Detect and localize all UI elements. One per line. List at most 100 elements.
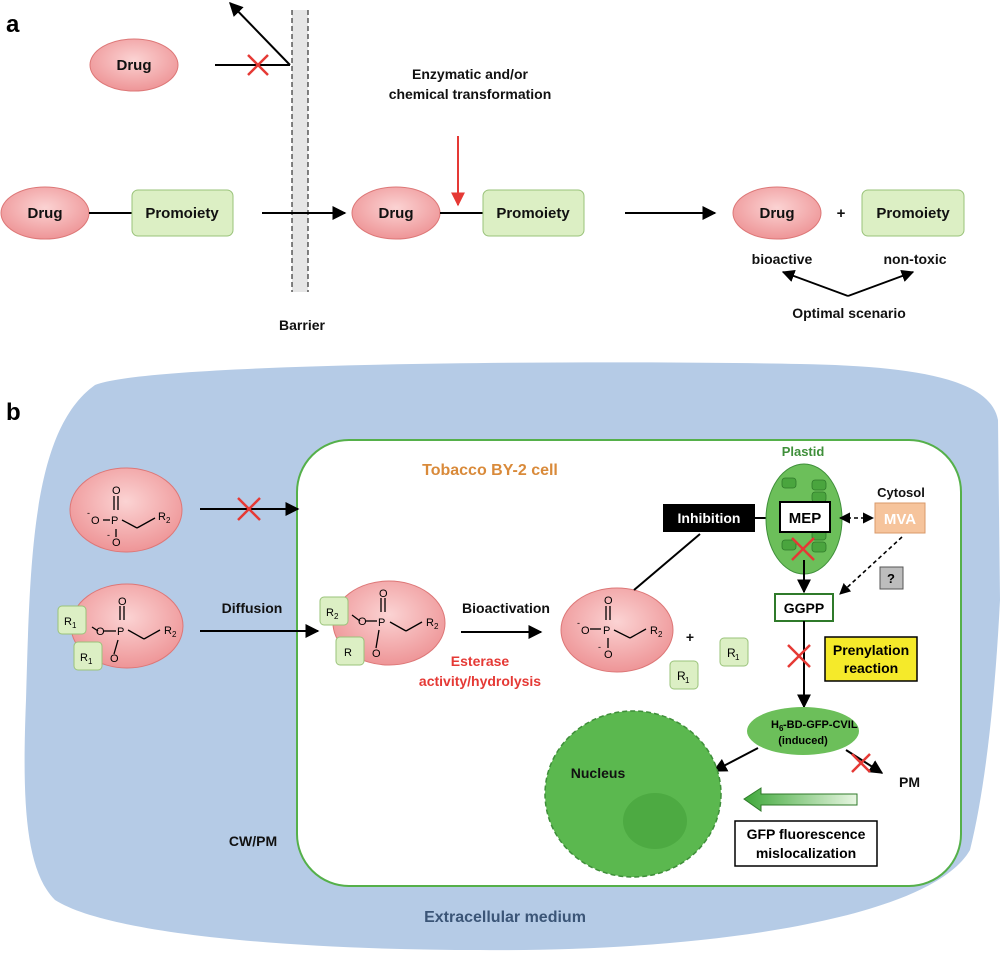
svg-text:R: R — [158, 511, 166, 523]
svg-text:R: R — [164, 625, 172, 637]
svg-text:1: 1 — [735, 653, 740, 662]
drug-label: Drug — [379, 205, 414, 222]
block-cross-prenylation — [787, 644, 811, 668]
svg-text:GFP fluorescence: GFP fluorescence — [747, 826, 866, 842]
released-promoiety: Promoiety — [861, 189, 965, 237]
inhibition-box: Inhibition — [663, 504, 755, 532]
svg-text:Nucleus: Nucleus — [571, 765, 626, 781]
svg-text:-: - — [87, 508, 90, 518]
barrier-label: Barrier — [279, 317, 325, 333]
bioactivation-label: Bioactivation — [462, 600, 550, 616]
block-cross-pm — [851, 753, 871, 773]
svg-text:R: R — [650, 625, 658, 637]
svg-text:(induced): (induced) — [778, 735, 828, 747]
question-box: ? — [879, 566, 904, 590]
cytosol-label: Cytosol — [877, 485, 925, 500]
drug-label: Drug — [117, 57, 152, 74]
svg-text:Prenylation: Prenylation — [833, 642, 909, 658]
svg-text:O: O — [604, 595, 613, 607]
phosphonate-outside: O P O - O - R 2 — [69, 467, 183, 553]
svg-text:reaction: reaction — [844, 660, 898, 676]
svg-text:P: P — [117, 626, 124, 638]
svg-text:O: O — [581, 625, 590, 637]
active-phosphonate: O P O - O - R 2 — [560, 587, 674, 673]
diffusion-label: Diffusion — [222, 600, 283, 616]
svg-text:6: 6 — [779, 724, 784, 733]
optimal-arrow-right — [847, 270, 915, 297]
svg-text:O: O — [96, 626, 105, 638]
svg-text:R: R — [344, 647, 352, 659]
prenylation-box: Prenylation reaction — [824, 636, 918, 682]
inhibition-connector — [633, 533, 701, 591]
prodrug-inside: Drug Promoiety — [351, 186, 585, 240]
svg-text:?: ? — [887, 571, 895, 586]
mep-box: MEP — [779, 501, 831, 533]
svg-text:1: 1 — [685, 676, 690, 685]
svg-text:2: 2 — [172, 630, 177, 639]
ggpp-box: GGPP — [774, 593, 834, 622]
promoiety-label: Promoiety — [145, 205, 219, 222]
mva-box: MVA — [874, 502, 926, 534]
svg-text:O: O — [358, 616, 367, 628]
extracellular-label: Extracellular medium — [424, 909, 586, 926]
fusion-protein: H 6 -BD-GFP-CVIL (induced) — [747, 707, 859, 755]
block-cross-a — [247, 54, 269, 76]
svg-text:O: O — [604, 649, 613, 661]
to-nucleus-arrow — [712, 747, 759, 772]
svg-text:R: R — [426, 617, 434, 629]
svg-text:1: 1 — [88, 657, 93, 666]
svg-text:MVA: MVA — [884, 511, 916, 528]
svg-text:O: O — [118, 596, 127, 608]
transformation-label-1: Enzymatic and/or — [412, 66, 528, 82]
released-drug: Drug — [732, 186, 822, 240]
svg-text:-BD-GFP-CVIL: -BD-GFP-CVIL — [783, 719, 858, 731]
prodrug-left: Drug Promoiety — [0, 186, 234, 240]
promoiety-label: Promoiety — [496, 205, 570, 222]
reflect-arrow — [229, 1, 291, 66]
gfp-arrow — [743, 787, 858, 812]
svg-text:Inhibition: Inhibition — [678, 510, 741, 526]
svg-text:P: P — [603, 625, 610, 637]
optimal-arrow-left — [781, 270, 849, 297]
svg-text:R: R — [80, 652, 88, 664]
block-cross-mep — [791, 537, 815, 561]
svg-text:2: 2 — [658, 630, 663, 639]
svg-text:2: 2 — [334, 612, 339, 621]
bioactive-label: bioactive — [752, 251, 813, 267]
svg-text:-: - — [598, 642, 601, 652]
svg-text:O: O — [379, 588, 388, 600]
pm-label: PM — [899, 774, 920, 790]
panel-b-letter: b — [6, 399, 21, 426]
gfp-box: GFP fluorescence mislocalization — [734, 820, 878, 867]
svg-text:O: O — [110, 653, 119, 665]
r1-released-2: R 1 — [669, 660, 699, 690]
drug-label: Drug — [28, 205, 63, 222]
svg-text:R: R — [677, 669, 686, 683]
plastid-label: Plastid — [782, 444, 825, 459]
nontoxic-label: non-toxic — [884, 251, 947, 267]
plus-sign: + — [837, 205, 846, 222]
block-cross-b1 — [237, 497, 261, 521]
drug-node-blocked: Drug — [89, 38, 179, 92]
optimal-label: Optimal scenario — [792, 305, 906, 321]
svg-text:-: - — [577, 618, 580, 628]
promoiety-label: Promoiety — [876, 205, 950, 222]
esterase-label-2: activity/hydrolysis — [419, 673, 541, 689]
barrier — [291, 10, 309, 292]
drug-label: Drug — [760, 205, 795, 222]
svg-text:O: O — [112, 485, 121, 497]
svg-text:H: H — [771, 719, 779, 731]
cwpm-label: CW/PM — [229, 833, 277, 849]
svg-text:R: R — [64, 616, 72, 628]
mva-to-ggpp-arrow — [839, 536, 903, 595]
svg-text:mislocalization: mislocalization — [756, 845, 856, 861]
prodrug-inside-cell: R 2 R O P O O R 2 — [319, 580, 446, 666]
plus-sign-b: + — [686, 629, 694, 645]
svg-text:-: - — [107, 530, 110, 540]
esterase-label-1: Esterase — [451, 653, 510, 669]
svg-text:P: P — [111, 515, 118, 527]
svg-text:O: O — [91, 515, 100, 527]
svg-text:O: O — [372, 648, 381, 660]
svg-text:2: 2 — [434, 622, 439, 631]
svg-text:1: 1 — [72, 621, 77, 630]
